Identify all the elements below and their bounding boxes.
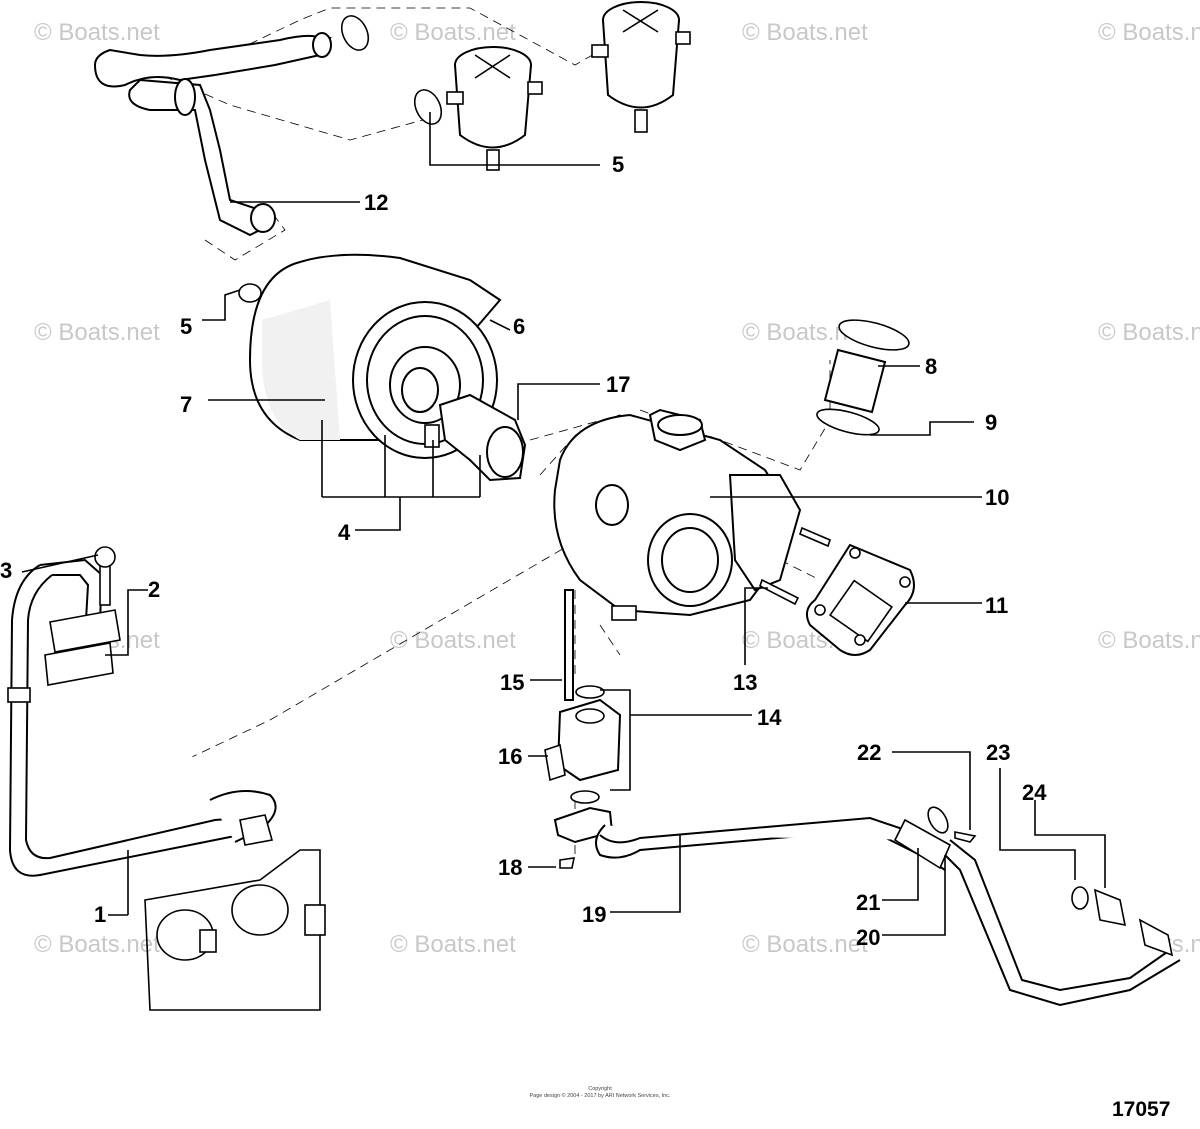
callout-17: 17: [606, 372, 630, 397]
callout-11: 11: [985, 593, 1008, 618]
sleeve-part-8: [816, 319, 910, 436]
callout-8: 8: [925, 354, 937, 379]
watermark: © Boats.net: [390, 627, 516, 654]
callout-24: 24: [1022, 780, 1047, 805]
copyright-line-1: Copyright: [588, 1086, 612, 1092]
callout-5: 5: [612, 152, 624, 177]
turbocharger-part-10: [553, 408, 802, 621]
stud-part-13: [759, 526, 831, 606]
watermark: © Boats.net: [390, 19, 516, 46]
callout-5: 5: [180, 314, 192, 339]
leader-lines: [21, 112, 1106, 936]
callout-7: 7: [180, 392, 192, 417]
watermark: © Boats.net: [1098, 627, 1200, 654]
callout-3: 3: [0, 558, 12, 583]
hose-part-12: [93, 32, 332, 237]
copyright-notice: Copyright Page design © 2004 - 2017 by A…: [490, 1086, 710, 1100]
watermark: © Boats.net: [742, 19, 868, 46]
callout-2: 2: [148, 577, 160, 602]
callout-9: 9: [985, 410, 997, 435]
callout-labels: 1 2 3 4 5 5 6 7 8 9 10 11 12 13 14 15 16…: [0, 152, 1047, 950]
callout-6: 6: [513, 314, 525, 339]
callout-15: 15: [500, 670, 524, 695]
copyright-line-2: Page design © 2004 - 2017 by ARI Network…: [529, 1093, 671, 1099]
callout-16: 16: [498, 744, 522, 769]
clamp-part-5: [238, 15, 443, 303]
callout-19: 19: [582, 902, 606, 927]
callout-23: 23: [986, 740, 1010, 765]
watermark: © Boats.net: [34, 931, 160, 958]
watermark: © Boats.net: [390, 931, 516, 958]
callout-10: 10: [985, 485, 1009, 510]
drain-tube-part-19: [595, 806, 1181, 1007]
separator-canister: [591, 1, 691, 133]
gasket-part-11: [805, 543, 915, 656]
callout-20: 20: [856, 925, 880, 950]
callout-21: 21: [856, 890, 880, 915]
callout-1: 1: [94, 902, 106, 927]
callout-13: 13: [733, 670, 757, 695]
callout-22: 22: [857, 740, 881, 765]
oil-drain-tube-part-1: [7, 546, 277, 877]
intake-elbow-part-17: [424, 393, 527, 482]
watermark: © Boats.net: [742, 931, 868, 958]
watermark: © Boats.net: [1098, 19, 1200, 46]
separator-canister: [446, 46, 543, 171]
callout-4: 4: [338, 520, 351, 545]
engine-block: [144, 849, 326, 1011]
watermark: © Boats.net: [34, 19, 160, 46]
callout-12: 12: [364, 190, 388, 215]
watermark: © Boats.net: [34, 319, 160, 346]
callout-14: 14: [757, 705, 782, 730]
diagram-number: 17057: [1112, 1098, 1171, 1121]
watermark: © Boats.net: [1098, 319, 1200, 346]
callout-18: 18: [498, 855, 522, 880]
